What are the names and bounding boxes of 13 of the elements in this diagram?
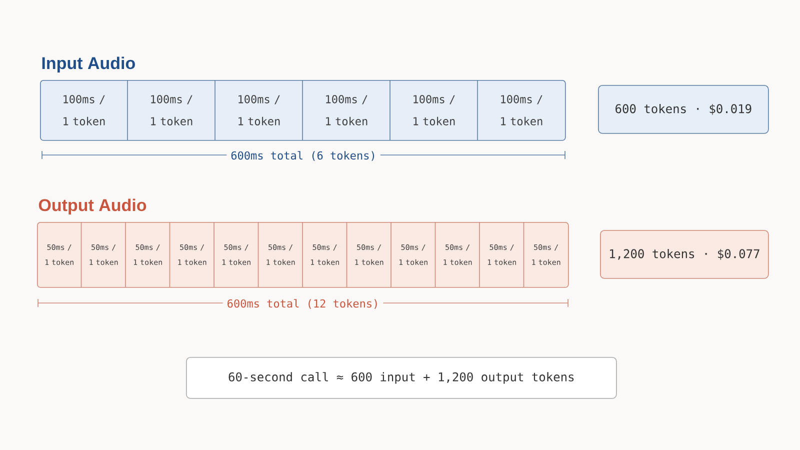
token-cell: 100ms / 1 token	[414, 95, 455, 126]
token-cell: 100ms / 1 token	[151, 95, 192, 126]
token-cell: 100ms / 1 token	[501, 95, 542, 126]
token-cell: 100ms / 1 token	[326, 95, 368, 126]
token-cell: 100ms / 1 token	[238, 95, 280, 126]
summary-box: 1,200 tokens · $0.077	[600, 230, 769, 279]
token-cell: 100ms / 1 token	[64, 95, 105, 126]
dimension-label: 600ms total (12 tokens)	[222, 298, 384, 310]
dimension-label: 600ms total (6 tokens)	[226, 150, 380, 162]
section-title: Output Audio	[38, 198, 146, 215]
section-title: Input Audio	[42, 56, 135, 73]
summary-box: 600 tokens · $0.019	[598, 85, 769, 134]
summary-box: 60-second call ≈ 600 input + 1,200 output tokens	[186, 357, 617, 399]
